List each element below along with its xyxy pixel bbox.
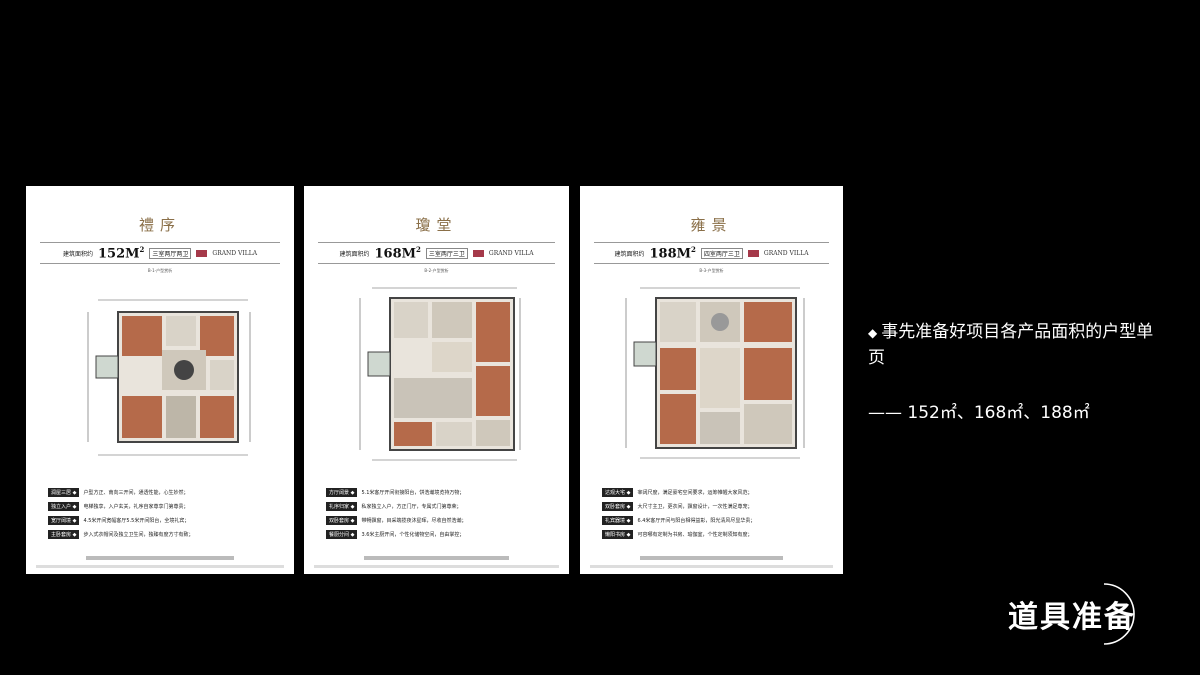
logo-arc-icon — [1090, 578, 1152, 654]
brand-text: GRAND VILLA — [763, 249, 809, 257]
card-subtitle: B-2-户型赏析 — [424, 268, 449, 273]
feature-item: 方厅阔景 ◆5.1米客厅开间衔接阳台，饼浩瀚境览持万物； — [326, 486, 547, 498]
feature-item: 双卧套房 ◆带畅飘窗，目采端揽夜沐星晖，尽收自然浩瀚； — [326, 514, 547, 526]
area-prefix: 建筑面积约 — [614, 250, 645, 258]
diamond-bullet-icon: ◆ — [868, 326, 878, 340]
brand-text: GRAND VILLA — [212, 249, 258, 257]
feature-item: 礼宾器境 ◆6.4米客厅开间与阳台相得益彰，阳光清风尽显华贵； — [602, 514, 821, 526]
card-title: 禮序 — [138, 216, 181, 234]
feature-item: 礼序归家 ◆私家独立入户，方正门厅，专属式门第尊荣； — [326, 500, 547, 512]
brand-mark — [196, 249, 208, 257]
area-value: 152M2 — [97, 244, 145, 262]
floorplan-card-188: 雍景 建筑面积约 188M2 四室两厅三卫 GRAND VILLA B-3-户型… — [580, 186, 843, 574]
card-title: 瓊堂 — [415, 216, 458, 234]
layout-label: 四室两厅三卫 — [700, 247, 743, 259]
area-value: 188M2 — [649, 244, 696, 262]
bullet-text: 事先准备好项目各产品面积的户型单页 — [868, 322, 1154, 368]
feature-item: 双卧套房 ◆大尺寸主卫，更衣间，飘窗设计，一次性满足尊宠； — [602, 500, 821, 512]
section-logo-text: 道具准备 — [1008, 600, 1136, 635]
card-subtitle: B-3-户型赏析 — [699, 268, 724, 273]
card-subtitle: B-1-户型赏析 — [147, 268, 173, 273]
brand-text: GRAND VILLA — [488, 249, 534, 257]
feature-item: 达观大宅 ◆宰阔尺度，满足豪宅空间要求，运筹帷幄大家风范； — [602, 486, 821, 498]
layout-label: 三室两厅三卫 — [425, 247, 468, 259]
feature-item: 宽厅阔境 ◆4.5米开间宽幅客厅5.5米开间阳台，全境礼宾； — [48, 514, 272, 526]
area-row: 建筑面积约 168M2 三室两厅三卫 GRAND VILLA — [318, 242, 555, 264]
floor-plan-image — [78, 290, 258, 468]
disclaimer-line — [590, 565, 833, 568]
footer-band — [364, 556, 509, 560]
feature-item: 主卧套房 ◆步入式衣帽间及独立卫生间，独臻有度方寸有致； — [48, 528, 272, 540]
footer-band — [86, 556, 234, 560]
layout-label: 三室两厅两卫 — [149, 247, 192, 259]
area-prefix: 建筑面积约 — [339, 250, 370, 258]
brand-mark — [747, 249, 759, 257]
floorplan-card-168: 瓊堂 建筑面积约 168M2 三室两厅三卫 GRAND VILLA B-2-户型… — [304, 186, 569, 574]
feature-list: 润屋三居 ◆户型方正、南向三开间，通透性能，心生妙然； 独立入户 ◆电梯独享，入… — [48, 486, 272, 542]
area-prefix: 建筑面积约 — [62, 250, 93, 258]
disclaimer-line — [36, 565, 284, 568]
footer-band — [640, 556, 783, 560]
card-title: 雍景 — [690, 216, 733, 234]
feature-item: 独立入户 ◆电梯独享，入户玄关，礼序自家尊享门第尊贵； — [48, 500, 272, 512]
area-row: 建筑面积约 152M2 三室两厅两卫 GRAND VILLA — [40, 242, 280, 264]
bullet-point: ◆事先准备好项目各产品面积的户型单页 — [868, 320, 1168, 371]
floor-plan-image — [352, 282, 527, 472]
feature-item: 润屋三居 ◆户型方正、南向三开间，通透性能，心生妙然； — [48, 486, 272, 498]
area-sizes-text: —— 152㎡、168㎡、188㎡ — [868, 403, 1090, 423]
feature-list: 方厅阔景 ◆5.1米客厅开间衔接阳台，饼浩瀚境览持万物； 礼序归家 ◆私家独立入… — [326, 486, 547, 542]
floorplan-card-152: 禮序 建筑面积约 152M2 三室两厅两卫 GRAND VILLA B-1-户型… — [26, 186, 294, 574]
area-value: 168M2 — [374, 244, 421, 262]
feature-list: 达观大宅 ◆宰阔尺度，满足豪宅空间要求，运筹帷幄大家风范； 双卧套房 ◆大尺寸主… — [602, 486, 821, 542]
brand-mark — [472, 249, 484, 257]
feature-item: 懒阳书房 ◆可容哪有定制为书房、瑜伽室，个性定制须知有度； — [602, 528, 821, 540]
area-row: 建筑面积约 188M2 四室两厅三卫 GRAND VILLA — [594, 242, 829, 264]
feature-item: 餐厨分间 ◆3.6米主厨开间，个性化储物空间，自由掌控； — [326, 528, 547, 540]
disclaimer-line — [314, 565, 559, 568]
floor-plan-image — [620, 282, 810, 472]
